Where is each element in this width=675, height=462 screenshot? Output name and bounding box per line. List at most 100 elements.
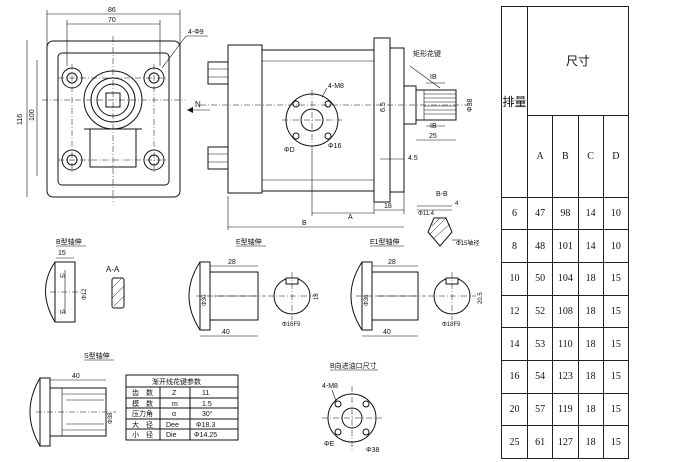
dim-18: 18 — [384, 203, 392, 210]
size-table-cell: 108 — [552, 294, 579, 329]
port-detail-dim-38: Φ38 — [366, 447, 379, 454]
port-detail-view: B向进油口尺寸 4-M8 ΦE Φ38 — [322, 361, 382, 454]
size-table-cell: 123 — [552, 359, 579, 394]
port-holes-side: 4-M8 — [328, 83, 344, 90]
dim-86: 86 — [108, 7, 116, 14]
dim-B: B — [302, 220, 307, 227]
size-table-cell: 127 — [552, 425, 579, 459]
size-table-cell: 101 — [552, 229, 579, 263]
bb-dim-4: 4 — [455, 201, 459, 207]
spline-row-2-name: 模 数 — [132, 399, 153, 408]
e-dim-30: Φ30 — [202, 294, 208, 306]
e-dim-28: 28 — [228, 259, 236, 266]
port-detail-holes: 4-M8 — [322, 383, 338, 390]
size-table-cell: 104 — [552, 261, 579, 296]
e1-dim-36: Φ36 — [364, 294, 370, 306]
size-table-cell: 14 — [577, 196, 604, 231]
spline-row-3-name: 压力角 — [132, 409, 153, 418]
b-shaft-view: B型轴伸 15 IA IA Φ12 A-A — [45, 237, 125, 323]
spline-title: 矩形花键 — [413, 49, 441, 58]
spline-row-5-val: Φ14.25 — [194, 432, 217, 439]
dim-38-shaft: Φ38 — [467, 99, 474, 112]
dim-4-5: 4.5 — [408, 155, 418, 162]
spline-row-3-sym: α — [172, 411, 176, 418]
spline-table-title: 渐开线花键参数 — [152, 377, 201, 386]
size-table-cell: 6 — [501, 196, 528, 231]
size-table-col-a: A — [526, 114, 554, 198]
size-table-cell: 110 — [552, 327, 579, 361]
size-table-header-size: 尺寸 — [527, 6, 629, 116]
size-table-cell: 52 — [526, 294, 554, 329]
s-shaft-view: S型轴伸 40 Φ38 — [29, 351, 116, 447]
size-table-cell: 119 — [552, 392, 579, 427]
spline-row-1-name: 齿 数 — [132, 388, 153, 397]
e-dim-40: 40 — [222, 329, 230, 336]
s-dim-38: Φ38 — [108, 412, 114, 424]
port-detail-dim-E: ΦE — [324, 441, 335, 448]
dim-116: 116 — [17, 114, 24, 125]
spline-row-5-sym: Die — [166, 432, 177, 439]
b-shaft-title: B型轴伸 — [56, 237, 82, 246]
size-table-cell: 18 — [577, 294, 604, 329]
size-table-cell: 15 — [602, 425, 630, 459]
s-dim-40: 40 — [72, 373, 80, 380]
size-table-cell: 18 — [577, 327, 604, 361]
e-dim-16f9: Φ16F9 — [282, 322, 301, 328]
size-table-cell: 61 — [526, 425, 554, 459]
spline-row-1-sym: Z — [172, 390, 177, 397]
dim-16: Φ16 — [328, 143, 341, 150]
ia-top: IA — [60, 274, 66, 280]
spline-row-5-name: 小 径 — [132, 430, 153, 439]
size-table-cell: 50 — [526, 261, 554, 296]
ib-bottom: IB — [430, 123, 437, 130]
size-table-col-b: B — [552, 114, 579, 198]
dim-6-5: 6.5 — [380, 102, 387, 112]
e1-dim-40: 40 — [383, 329, 391, 336]
size-table-cell: 57 — [526, 392, 554, 427]
dim-25: 25 — [429, 133, 437, 140]
size-table-col-d: D — [602, 114, 630, 198]
size-table-cell: 54 — [526, 359, 554, 394]
holes-label: 4-Φ9 — [188, 29, 204, 36]
e1-shaft-title: E1型轴伸 — [370, 237, 400, 246]
front-view: 86 70 116 100 4-Φ9 — [17, 7, 210, 202]
size-table-cell: 10 — [501, 261, 528, 296]
size-table-cell: 15 — [602, 294, 630, 329]
e1-shaft-view: E1型轴伸 28 40 Φ36 20.5 Φ18F9 — [350, 237, 484, 337]
spline-row-4-name: 大 径 — [132, 420, 153, 429]
spline-row-3-val: 30° — [202, 410, 213, 418]
size-table-cell: 18 — [577, 359, 604, 394]
size-table-cell: 8 — [501, 229, 528, 263]
size-table-cell: 15 — [602, 359, 630, 394]
spline-row-4-val: Φ18.3 — [196, 422, 215, 429]
spline-row-4-sym: Dee — [166, 422, 179, 429]
aa-label: A-A — [106, 265, 120, 274]
size-table-col-c: C — [577, 114, 604, 198]
size-table-cell: 12 — [501, 294, 528, 329]
bb-section: B-B Φ11.4 4 Φ15轴径 — [417, 191, 479, 247]
port-detail-title: B向进油口尺寸 — [330, 361, 377, 370]
size-table-cell: 18 — [577, 392, 604, 427]
bb-title: B-B — [436, 191, 448, 198]
spline-parameter-table: 渐开线花键参数 齿 数 Z 11 模 数 m 1.5 压力角 α 30° 大 径… — [125, 374, 239, 441]
size-table-cell: 18 — [577, 425, 604, 459]
e-dim-18: 18 — [314, 293, 320, 300]
size-table-cell: 47 — [526, 196, 554, 231]
size-table-cell: 53 — [526, 327, 554, 361]
ib-top: IB — [430, 74, 437, 81]
dim-D: ΦD — [284, 147, 295, 154]
size-table-cell: 15 — [602, 392, 630, 427]
size-table-cell: 48 — [526, 229, 554, 263]
size-table-header-displacement: 排量 — [501, 6, 528, 198]
size-table-cell: 15 — [602, 327, 630, 361]
b-dim-12: Φ12 — [82, 288, 88, 300]
